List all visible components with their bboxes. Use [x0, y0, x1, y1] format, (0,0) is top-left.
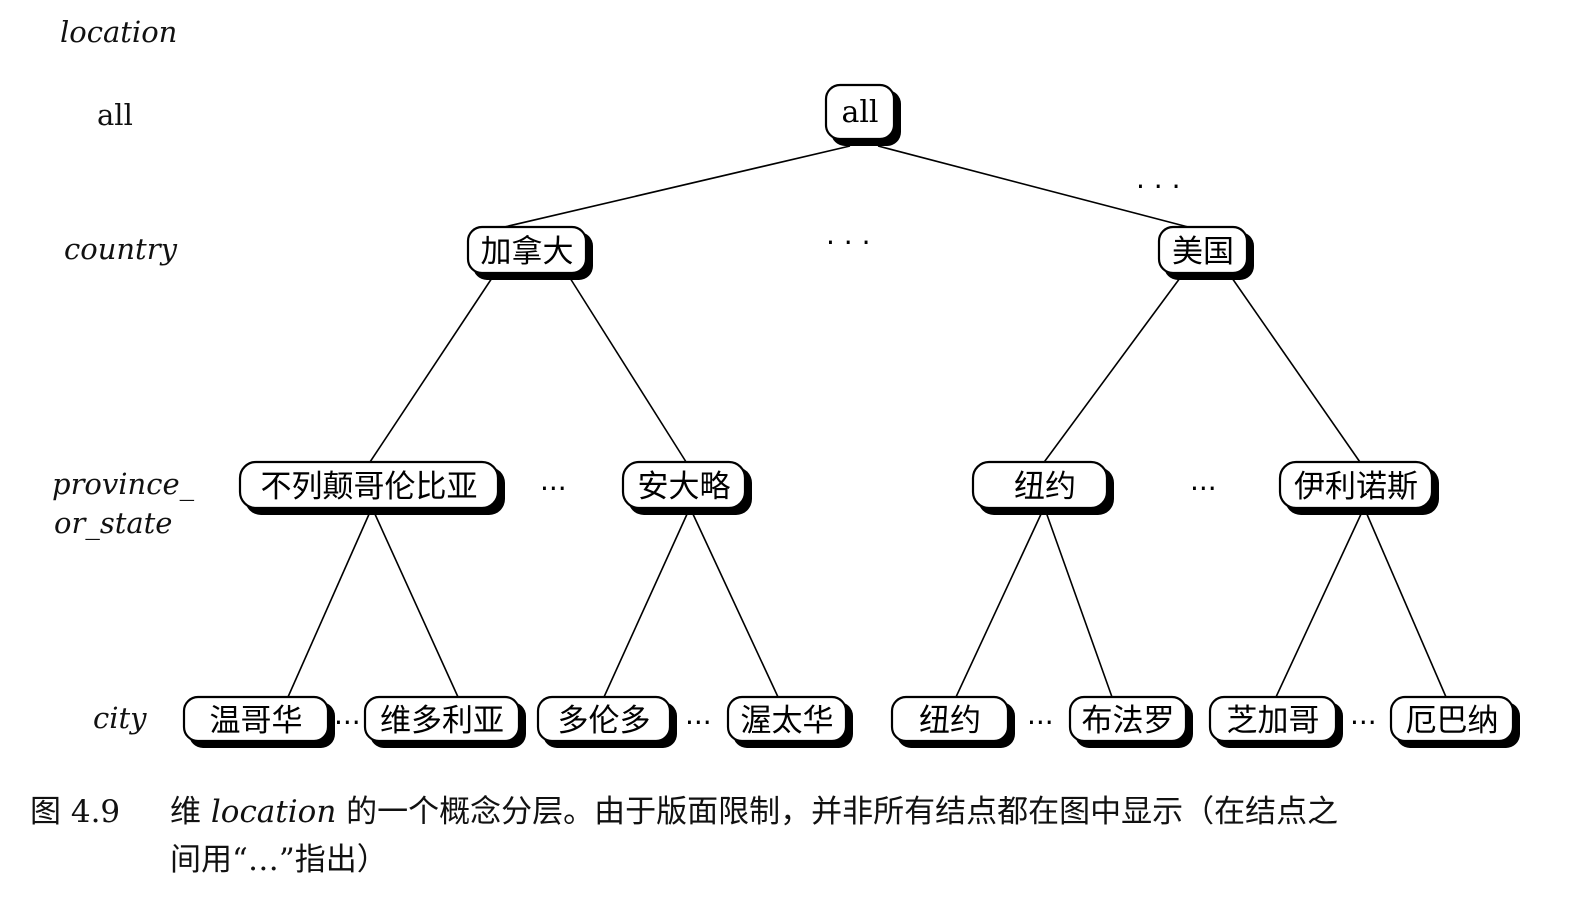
edge-illinois-chicago — [1275, 511, 1363, 698]
caption-term: location — [210, 794, 337, 830]
edge-newyork-newyorkcity — [955, 511, 1043, 698]
figure-caption: 图 4.9 维 location 的一个概念分层。由于版面限制，并非所有结点都在图… — [30, 788, 1560, 884]
ellipsis-city-newyork: ... — [1027, 698, 1054, 731]
node-label-illinois: 伊利诺斯 — [1294, 469, 1418, 505]
node-buffalo: 布法罗 — [1068, 695, 1193, 748]
edge-canada-ontario — [569, 277, 689, 466]
node-urbana: 厄巴纳 — [1389, 695, 1520, 748]
edge-all-usa — [877, 145, 1193, 229]
node-vancouver: 温哥华 — [182, 695, 335, 748]
ellipsis-province-canada: ... — [540, 464, 567, 497]
level-label-city: city — [93, 701, 147, 735]
ellipsis-city-bc: ... — [334, 698, 361, 731]
ellipsis-city-ontario: ... — [685, 698, 712, 731]
node-label-newyork-city: 纽约 — [919, 703, 981, 739]
node-label-chicago: 芝加哥 — [1227, 703, 1320, 739]
node-label-canada: 加拿大 — [481, 234, 574, 270]
edge-usa-newyork — [1041, 277, 1181, 466]
edge-bc-vancouver — [287, 511, 371, 698]
edge-ontario-ottawa — [691, 511, 779, 698]
node-label-buffalo: 布法罗 — [1082, 703, 1175, 739]
node-ottawa: 渥太华 — [726, 695, 853, 748]
node-label-newyork-state: 纽约 — [1014, 469, 1076, 505]
node-newyork-city: 纽约 — [890, 695, 1015, 748]
caption-line1: 图 4.9 维 location 的一个概念分层。由于版面限制，并非所有结点都在图… — [30, 788, 1560, 836]
edge-all-canada — [499, 145, 851, 229]
node-label-bc: 不列颠哥伦比亚 — [261, 469, 478, 505]
node-label-victoria: 维多利亚 — [380, 703, 504, 739]
level-label-province-line2: or_state — [54, 506, 172, 541]
ellipsis-city-illinois: ... — [1350, 698, 1377, 731]
caption-text-before: 维 — [170, 794, 211, 830]
ellipsis-country: · · · — [826, 226, 871, 259]
caption-text-after: 的一个概念分层。由于版面限制，并非所有结点都在图中显示（在结点之 — [336, 794, 1339, 830]
node-victoria: 维多利亚 — [363, 695, 526, 748]
level-label-location: location — [60, 15, 177, 49]
node-toronto: 多伦多 — [536, 695, 677, 748]
edge-illinois-urbana — [1365, 511, 1447, 698]
edge-usa-illinois — [1231, 277, 1363, 466]
node-illinois: 伊利诺斯 — [1278, 460, 1439, 515]
ellipsis-province-usa: ... — [1190, 464, 1217, 497]
node-canada: 加拿大 — [466, 225, 593, 280]
level-label-all: all — [97, 98, 133, 132]
node-label-all: all — [841, 95, 878, 130]
level-label-country: country — [64, 232, 178, 266]
edge-ontario-toronto — [603, 511, 689, 698]
figure-number: 图 4.9 — [30, 794, 121, 830]
ellipsis-stray: · · · — [1136, 170, 1181, 203]
node-root: all — [824, 83, 901, 146]
node-newyork-state: 纽约 — [971, 460, 1114, 515]
node-ontario: 安大略 — [621, 460, 752, 515]
node-bc: 不列颠哥伦比亚 — [238, 460, 505, 515]
node-label-urbana: 厄巴纳 — [1406, 703, 1499, 739]
node-label-ottawa: 渥太华 — [741, 703, 834, 739]
node-label-vancouver: 温哥华 — [210, 703, 303, 739]
node-usa: 美国 — [1157, 225, 1254, 280]
edge-bc-victoria — [373, 511, 459, 698]
node-label-usa: 美国 — [1172, 234, 1234, 270]
node-label-toronto: 多伦多 — [558, 703, 651, 739]
node-label-ontario: 安大略 — [638, 469, 731, 505]
edge-newyork-buffalo — [1045, 511, 1113, 698]
edges — [287, 145, 1447, 698]
node-chicago: 芝加哥 — [1208, 695, 1343, 748]
caption-line2: 间用“…”指出） — [170, 842, 388, 878]
edge-canada-bc — [367, 277, 493, 466]
level-label-province-line1: province_ — [52, 467, 195, 502]
